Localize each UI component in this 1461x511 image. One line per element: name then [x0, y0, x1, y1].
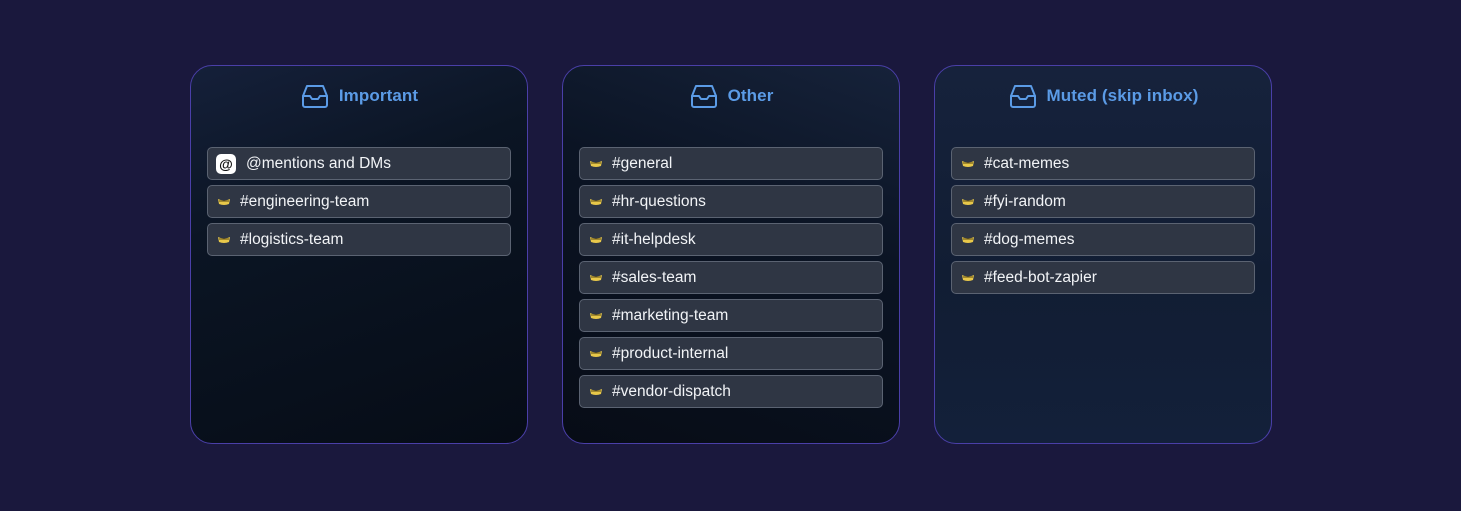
slack-channel-icon — [217, 197, 231, 207]
list-item-label: #general — [612, 154, 673, 172]
list-item-label: @mentions and DMs — [246, 154, 391, 172]
column-title: Other — [727, 86, 774, 105]
list-item-channel[interactable]: #feed-bot-zapier — [951, 261, 1255, 294]
slack-channel-icon — [217, 235, 231, 245]
list-item-label: #engineering-team — [240, 192, 370, 210]
list-item-label: #product-internal — [612, 344, 729, 362]
list-item-channel[interactable]: #general — [579, 147, 883, 180]
inbox-tray-icon — [300, 83, 330, 109]
list-item-channel[interactable]: #it-helpdesk — [579, 223, 883, 256]
column-important: Important @ @mentions and DMs #engineeri… — [190, 65, 528, 444]
at-sign-icon: @ — [216, 153, 236, 174]
slack-channel-icon — [589, 387, 603, 397]
inbox-tray-icon — [689, 83, 719, 109]
column-header: Muted (skip inbox) — [935, 66, 1271, 126]
list-item-channel[interactable]: #engineering-team — [207, 185, 511, 218]
channel-list: #general #hr-questions #it-helpdesk #sal… — [579, 147, 883, 408]
slack-channel-icon — [589, 349, 603, 359]
slack-channel-icon — [589, 235, 603, 245]
list-item-channel[interactable]: #marketing-team — [579, 299, 883, 332]
list-item-channel[interactable]: #dog-memes — [951, 223, 1255, 256]
list-item-label: #vendor-dispatch — [612, 382, 731, 400]
list-item-label: #it-helpdesk — [612, 230, 696, 248]
slack-channel-icon — [589, 197, 603, 207]
list-item-channel[interactable]: #fyi-random — [951, 185, 1255, 218]
list-item-label: #dog-memes — [984, 230, 1075, 248]
list-item-label: #hr-questions — [612, 192, 706, 210]
channel-list: #cat-memes #fyi-random #dog-memes #feed-… — [951, 147, 1255, 294]
inbox-tray-icon — [1008, 83, 1038, 109]
column-muted: Muted (skip inbox) #cat-memes #fyi-rando… — [934, 65, 1272, 444]
list-item-channel[interactable]: #vendor-dispatch — [579, 375, 883, 408]
slack-channel-icon — [961, 159, 975, 169]
list-item-label: #sales-team — [612, 268, 697, 286]
list-item-label: #logistics-team — [240, 230, 344, 248]
list-item-channel[interactable]: #cat-memes — [951, 147, 1255, 180]
slack-channel-icon — [961, 235, 975, 245]
column-header: Other — [563, 66, 899, 126]
list-item-channel[interactable]: #product-internal — [579, 337, 883, 370]
slack-channel-icon — [961, 197, 975, 207]
slack-channel-icon — [589, 273, 603, 283]
list-item-label: #feed-bot-zapier — [984, 268, 1097, 286]
list-item-channel[interactable]: #logistics-team — [207, 223, 511, 256]
column-header: Important — [191, 66, 527, 126]
list-item-label: #fyi-random — [984, 192, 1066, 210]
list-item-channel[interactable]: #hr-questions — [579, 185, 883, 218]
slack-channel-icon — [589, 311, 603, 321]
list-item-mentions[interactable]: @ @mentions and DMs — [207, 147, 511, 180]
column-title: Muted (skip inbox) — [1046, 86, 1199, 105]
list-item-label: #cat-memes — [984, 154, 1070, 172]
column-other: Other #general #hr-questions #it-helpdes… — [562, 65, 900, 444]
channel-list: @ @mentions and DMs #engineering-team #l… — [207, 147, 511, 256]
slack-channel-icon — [589, 159, 603, 169]
list-item-channel[interactable]: #sales-team — [579, 261, 883, 294]
list-item-label: #marketing-team — [612, 306, 729, 324]
column-title: Important — [338, 86, 419, 105]
slack-channel-icon — [961, 273, 975, 283]
